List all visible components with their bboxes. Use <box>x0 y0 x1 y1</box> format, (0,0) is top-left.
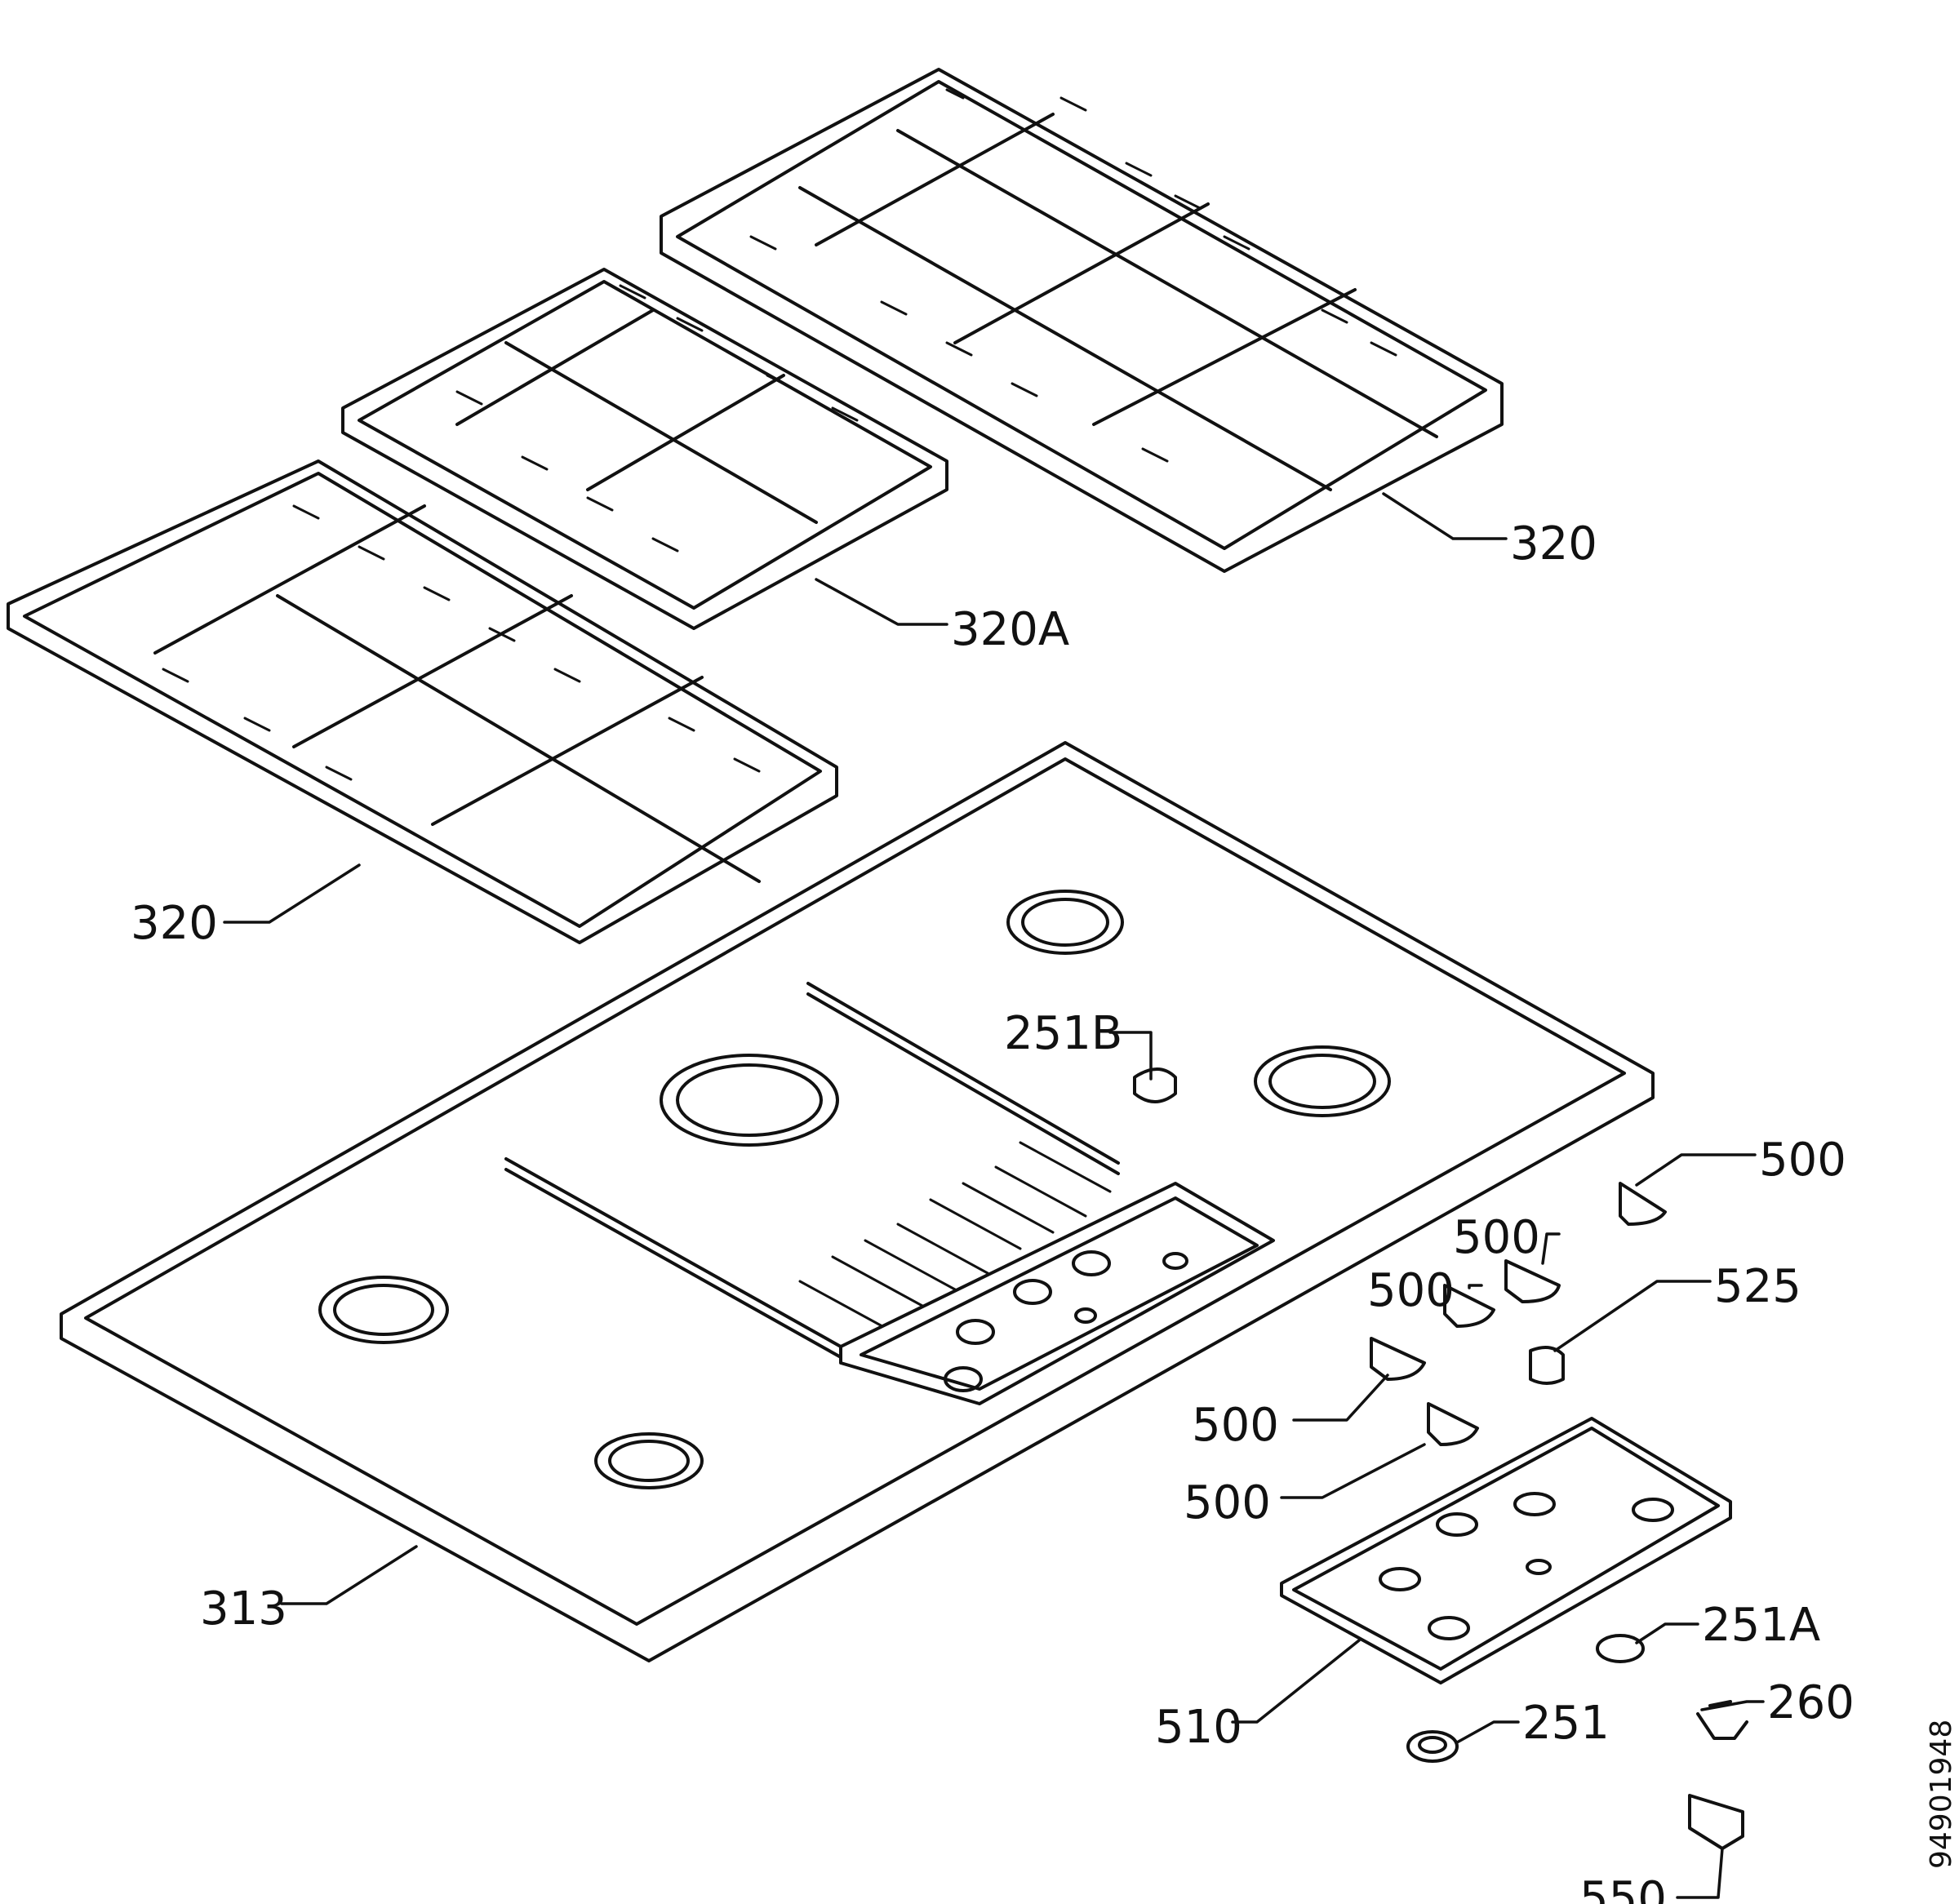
leader-lines <box>223 492 1765 1899</box>
label-grid-middle: 320A <box>951 603 1069 656</box>
pan-support-grid-right <box>660 68 1504 573</box>
pan-support-grid-middle <box>341 268 948 630</box>
label-grid-right: 320 <box>1510 517 1597 570</box>
label-panel: 510 <box>1155 1701 1242 1754</box>
document-id: 94901948 <box>1925 1720 1958 1869</box>
small-parts <box>1406 1634 1748 1850</box>
label-stopper: 251B <box>1004 1007 1122 1060</box>
label-spring: 260 <box>1767 1676 1855 1729</box>
hob-top <box>60 741 1655 1662</box>
label-knob-e: 500 <box>1184 1476 1271 1529</box>
control-knobs <box>1370 1182 1667 1446</box>
label-knob-a: 500 <box>1759 1134 1846 1187</box>
label-knob-b: 500 <box>1453 1211 1540 1264</box>
label-knob-c: 500 <box>1367 1264 1455 1317</box>
label-ring: 251 <box>1522 1697 1610 1750</box>
label-switch: 550 <box>1579 1872 1667 1904</box>
label-button: 525 <box>1714 1260 1801 1313</box>
label-grid-left: 320 <box>131 897 218 950</box>
control-panel-plate <box>1280 1417 1732 1684</box>
label-hob: 313 <box>200 1582 287 1635</box>
label-ring-a: 251A <box>1702 1599 1820 1652</box>
label-knob-d: 500 <box>1192 1399 1279 1452</box>
pan-support-grid-left <box>7 459 838 944</box>
